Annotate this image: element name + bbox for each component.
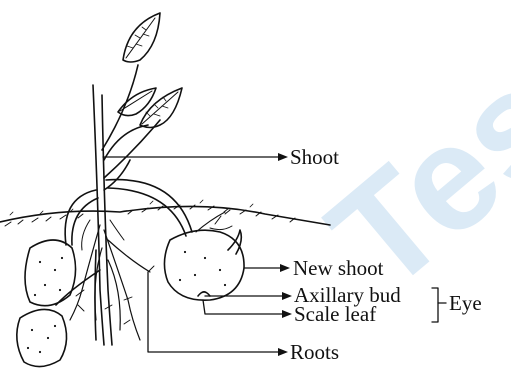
- label-roots: Roots: [290, 340, 339, 364]
- tuber-right: [164, 230, 244, 300]
- label-scale-leaf: Scale leaf: [294, 302, 376, 326]
- new-shoot-sprout: [228, 230, 241, 254]
- label-eye: Eye: [449, 291, 482, 315]
- leaf-upper-right: [118, 88, 156, 116]
- label-new-shoot: New shoot: [293, 256, 384, 280]
- leaf-top: [123, 13, 160, 62]
- arrowheads: [278, 153, 292, 356]
- main-stem: [93, 85, 112, 345]
- leaf-middle: [140, 88, 182, 128]
- tuber-left: [25, 240, 76, 306]
- tuber-speckles: [27, 251, 226, 353]
- scale-leaf-pointer: [203, 300, 284, 314]
- soil-line: [0, 200, 330, 226]
- roots-pointer: [148, 272, 280, 352]
- label-shoot: Shoot: [290, 145, 339, 169]
- tuber-bottom: [17, 309, 67, 366]
